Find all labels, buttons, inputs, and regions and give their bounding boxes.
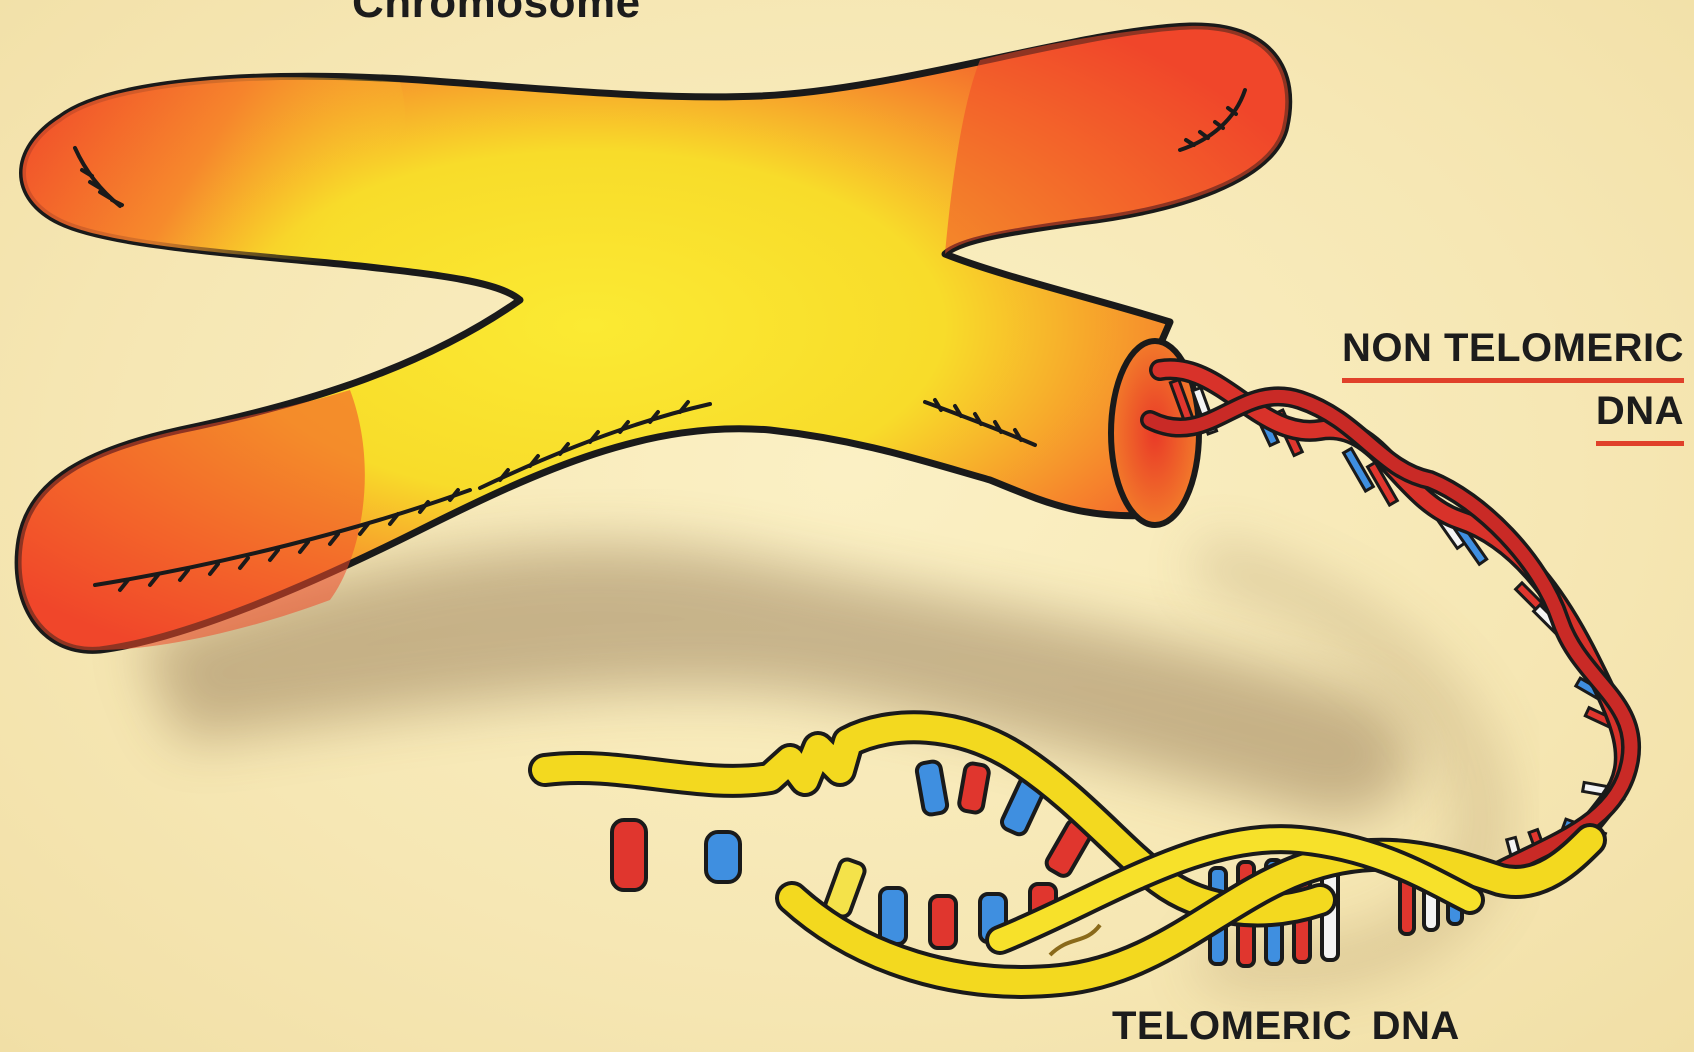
chromosome-label: Chromosome <box>352 0 641 28</box>
non-telomeric-label-line2: DNA <box>1596 383 1684 446</box>
non-telomeric-label-line1: NON TELOMERIC <box>1342 320 1684 383</box>
non-telomeric-dna-label: NON TELOMERIC DNA <box>1342 320 1684 446</box>
telomeric-dna-label: TELOMERIC DNA <box>1112 1004 1460 1049</box>
